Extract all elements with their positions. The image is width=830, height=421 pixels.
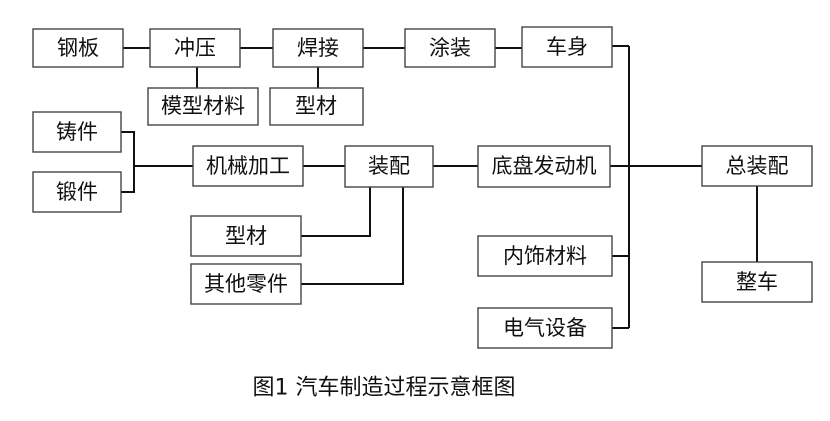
node-assembly-label: 装配 xyxy=(368,154,410,178)
edge-otherparts-to-assembly xyxy=(301,187,404,285)
node-profile-2-label: 型材 xyxy=(225,224,267,248)
node-machining-label: 机械加工 xyxy=(206,154,290,178)
node-casting: 铸件 xyxy=(32,111,122,153)
node-casting-label: 铸件 xyxy=(56,120,98,144)
edge-casting-forging-bracket xyxy=(121,131,135,193)
node-stamping: 冲压 xyxy=(149,28,241,68)
node-other-parts: 其他零件 xyxy=(190,263,302,305)
node-interior-materials-label: 内饰材料 xyxy=(503,244,587,268)
node-other-parts-label: 其他零件 xyxy=(204,272,288,296)
node-electrical-equipment-label: 电气设备 xyxy=(503,316,587,340)
node-forging-label: 锻件 xyxy=(56,180,98,204)
node-steel-plate: 钢板 xyxy=(32,28,124,68)
node-mold-material-label: 模型材料 xyxy=(161,94,245,118)
connectors xyxy=(121,45,758,329)
node-chassis-engine-label: 底盘发动机 xyxy=(492,154,597,178)
node-electrical-equipment: 电气设备 xyxy=(477,307,613,349)
node-painting: 涂装 xyxy=(404,28,496,68)
node-complete-vehicle: 整车 xyxy=(701,261,813,303)
node-machining: 机械加工 xyxy=(192,145,304,187)
node-mold-material: 模型材料 xyxy=(147,87,259,126)
node-steel-plate-label: 钢板 xyxy=(57,36,99,60)
node-body: 车身 xyxy=(521,26,613,68)
node-profile-1: 型材 xyxy=(269,87,364,126)
node-assembly: 装配 xyxy=(344,145,434,188)
node-interior-materials: 内饰材料 xyxy=(477,235,613,277)
node-welding: 焊接 xyxy=(272,28,364,68)
node-stamping-label: 冲压 xyxy=(174,36,216,60)
node-profile-1-label: 型材 xyxy=(295,94,337,118)
node-painting-label: 涂装 xyxy=(429,36,471,60)
node-forging: 锻件 xyxy=(32,171,122,213)
node-chassis-engine: 底盘发动机 xyxy=(477,145,611,188)
node-complete-vehicle-label: 整车 xyxy=(736,270,778,294)
node-welding-label: 焊接 xyxy=(297,36,339,60)
diagram-caption: 图1 汽车制造过程示意框图 xyxy=(253,376,516,401)
node-final-assembly-label: 总装配 xyxy=(726,154,789,178)
node-profile-2: 型材 xyxy=(190,215,302,257)
node-body-label: 车身 xyxy=(546,35,588,59)
edge-profile2-to-assembly xyxy=(301,187,371,237)
node-final-assembly: 总装配 xyxy=(701,145,813,187)
